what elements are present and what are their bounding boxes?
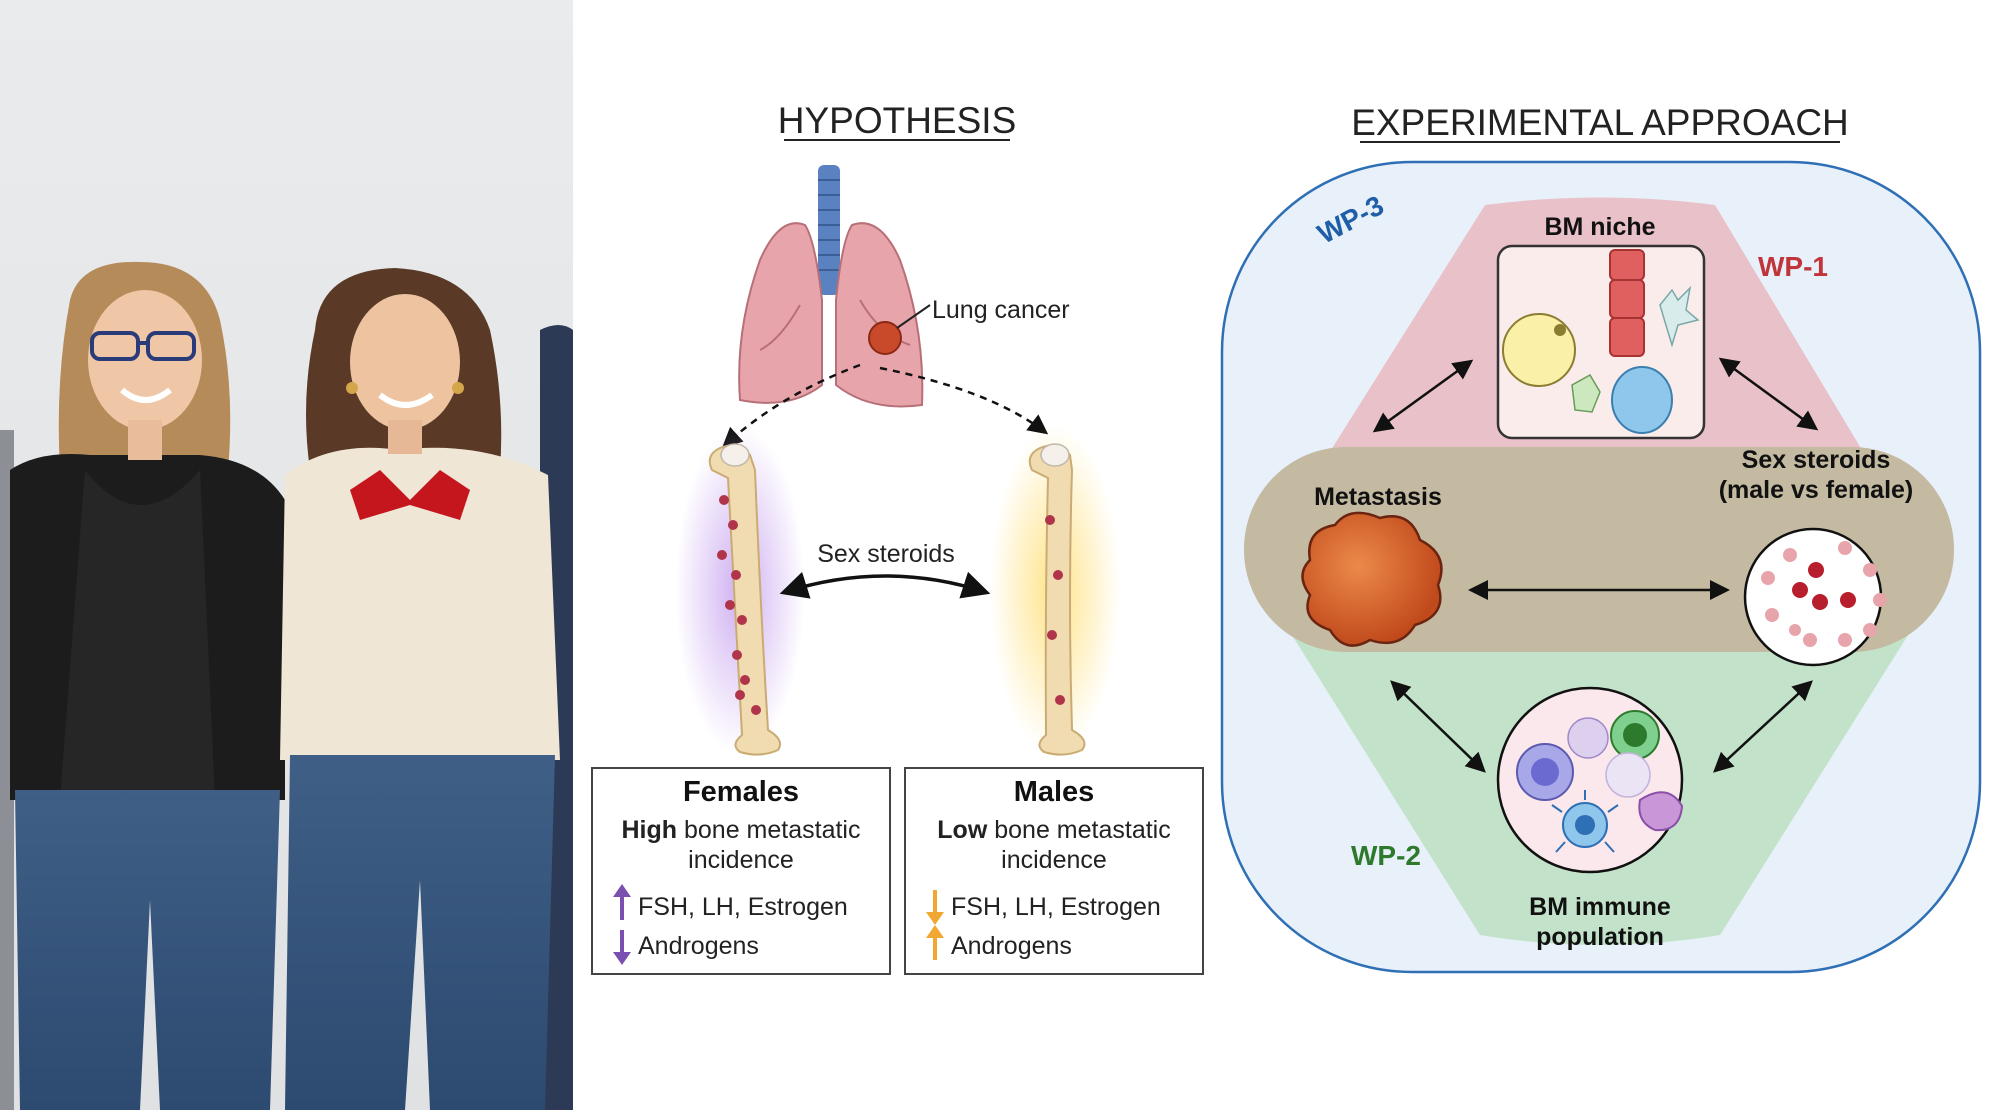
female-up-arrow-icon (613, 884, 631, 920)
males-box (904, 767, 1204, 975)
females-box (591, 767, 891, 975)
bm-immune-line2: population (1536, 923, 1664, 951)
team-photo (0, 0, 573, 1110)
males-incidence-level: Low (937, 816, 988, 844)
dashed-arrow-to-female-bone (722, 363, 861, 448)
males-hormone-down: FSH, LH, Estrogen (951, 893, 1161, 921)
males-incidence-line2: incidence (1001, 846, 1107, 874)
lung-tumor-icon (868, 321, 902, 355)
females-incidence-level: High (622, 816, 678, 844)
team-photo-illustration (0, 0, 573, 1110)
males-incidence-rest: bone metastatic (987, 816, 1170, 844)
wp1-label: WP-1 (1758, 251, 1828, 282)
females-title: Females (683, 776, 799, 808)
arrow-metastasis-immune (1390, 680, 1486, 773)
bm-niche-label: BM niche (1544, 213, 1655, 241)
bm-immune-line1: BM immune (1529, 893, 1671, 921)
lung-cancer-label: Lung cancer (932, 296, 1070, 324)
diagram-panel: HYPOTHESIS Lung cancer (573, 0, 1995, 1110)
males-hormone-up: Androgens (951, 932, 1072, 960)
person-1 (10, 261, 285, 1110)
lung-cancer-pointer (896, 304, 931, 329)
male-femur-icon (1028, 443, 1086, 756)
lungs-icon (738, 165, 924, 408)
sex-steroids-double-arrow (779, 571, 991, 599)
approach-heading: EXPERIMENTAL APPROACH (1351, 102, 1849, 143)
diagram-svg: HYPOTHESIS Lung cancer (591, 100, 1982, 975)
bm-niche-cells-icon (1502, 249, 1700, 434)
males-title: Males (1014, 776, 1095, 808)
approach-sex-steroids-line2: (male vs female) (1719, 476, 1914, 504)
hypothesis-heading: HYPOTHESIS (778, 100, 1017, 141)
approach-sex-steroids-line1: Sex steroids (1742, 446, 1891, 474)
immune-cells-icon (1516, 710, 1684, 853)
female-femur-icon (708, 443, 781, 756)
metastasis-tumor-icon (1301, 511, 1443, 647)
males-incidence-line1: Low bone metastatic (937, 816, 1170, 844)
females-incidence-rest: bone metastatic (677, 816, 860, 844)
hormone-particles-icon (1761, 541, 1887, 647)
male-down-arrow-icon (926, 890, 944, 925)
person-2 (280, 268, 560, 1110)
arrow-metastasis-niche (1372, 359, 1474, 433)
female-down-arrow-icon (613, 930, 631, 965)
arrow-niche-steroids (1718, 357, 1819, 431)
females-incidence-line1: High bone metastatic (622, 816, 861, 844)
sex-steroids-label: Sex steroids (817, 540, 955, 568)
dashed-arrow-to-male-bone (879, 366, 1049, 435)
arrow-steroids-immune (1713, 680, 1813, 773)
females-hormone-down: Androgens (638, 932, 759, 960)
females-incidence-line2: incidence (688, 846, 794, 874)
females-hormone-up: FSH, LH, Estrogen (638, 893, 848, 921)
metastasis-label: Metastasis (1314, 483, 1442, 511)
wp2-label: WP-2 (1351, 840, 1421, 871)
male-up-arrow-icon (926, 925, 944, 960)
